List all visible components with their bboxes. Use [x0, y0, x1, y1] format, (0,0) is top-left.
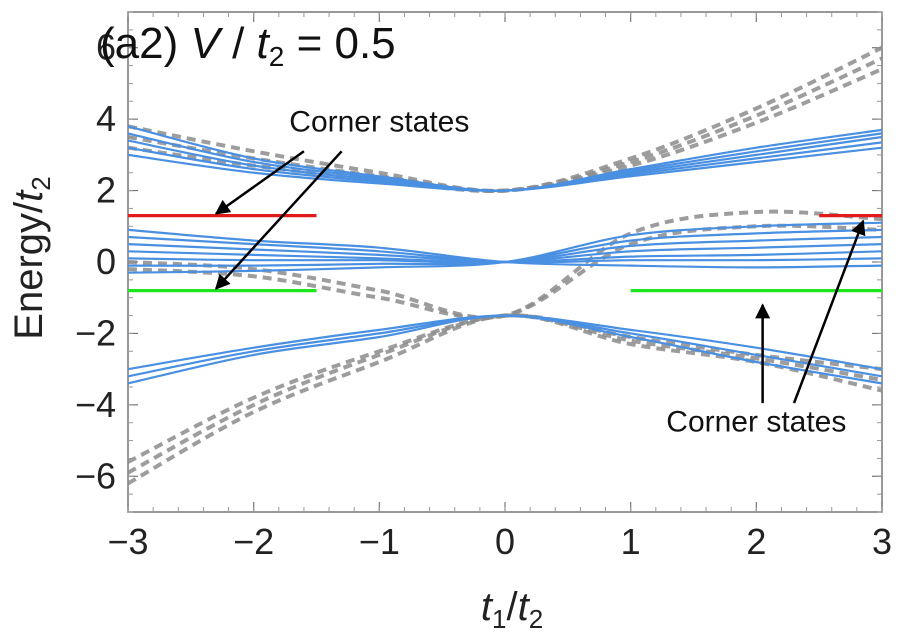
y-tick-label: −6: [75, 455, 116, 496]
series-line: [127, 125, 883, 192]
x-tick-label: 2: [746, 521, 766, 562]
annotation-arrow: [214, 150, 305, 215]
x-tick-label: −2: [233, 521, 274, 562]
y-tick-label: 0: [96, 241, 116, 282]
series-solid-blue: [127, 125, 883, 385]
y-tick-label: 4: [96, 98, 116, 139]
series-line: [127, 221, 883, 274]
series-line: [127, 45, 883, 193]
x-tick-label: 0: [495, 521, 515, 562]
series-line: [127, 314, 883, 378]
annotation-text: Corner states: [289, 106, 469, 139]
y-tick-label: −2: [75, 312, 116, 353]
axis-ticks: −3 −2 −1 0 1 2 3 −6 −4 −2 0 2 4 6: [75, 11, 892, 562]
series-line: [127, 313, 883, 475]
x-tick-label: −3: [107, 521, 148, 562]
y-tick-label: −4: [75, 384, 116, 425]
series-line: [127, 313, 883, 486]
y-tick-label: 2: [96, 170, 116, 211]
x-axis-label: t1/t2: [481, 585, 543, 634]
x-tick-label: 3: [872, 521, 892, 562]
corner-states-annotation: Corner states: [214, 106, 469, 290]
x-tick-label: −1: [359, 521, 400, 562]
y-tick-label: 6: [96, 27, 116, 68]
annotation-text: Corner states: [666, 406, 846, 439]
series-layer: [127, 45, 883, 486]
annotation-arrow: [214, 150, 343, 290]
annotation-arrow: [792, 219, 866, 404]
panel-label: (a2) V / t2 = 0.5: [100, 19, 396, 72]
series-line: [127, 67, 883, 193]
series-line: [127, 314, 883, 385]
series-line: [127, 313, 883, 464]
x-tick-label: 1: [621, 521, 641, 562]
y-axis-label: Energy/t2: [7, 176, 56, 339]
corner-states-annotation: Corner states: [666, 219, 866, 439]
